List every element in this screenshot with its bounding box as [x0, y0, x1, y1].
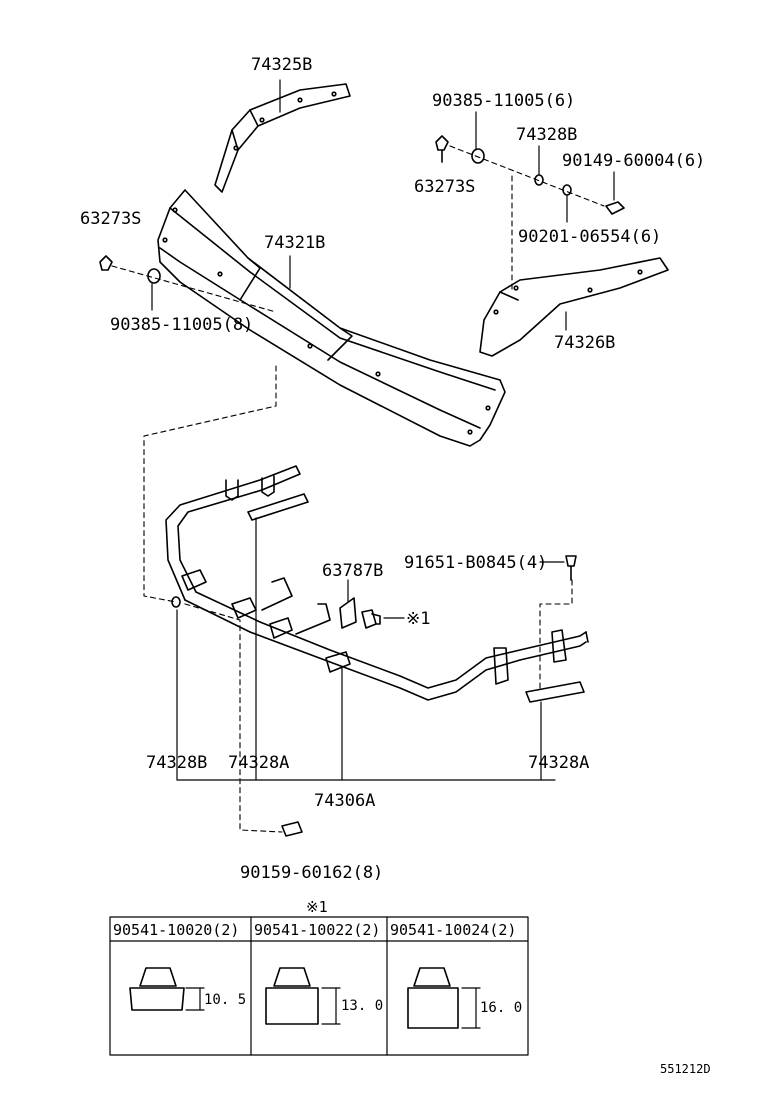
table-header-col3: 90541-10024(2) — [390, 921, 516, 939]
label-74306A: 74306A — [314, 791, 375, 811]
table-ref-mark: ※1 — [306, 898, 328, 916]
dimension-col1: 10. 5 — [204, 992, 246, 1008]
leader-lines — [151, 79, 615, 781]
label-74328B-top: 74328B — [516, 125, 577, 145]
label-74328A-right: 74328A — [528, 753, 589, 773]
panel-74321B — [157, 189, 506, 447]
dashed-reference-lines — [111, 145, 605, 833]
dimension-col3: 16. 0 — [480, 1000, 522, 1016]
label-63273S-right: 63273S — [414, 177, 475, 197]
clip-shape-10024 — [407, 967, 481, 1029]
trim-74325B — [214, 83, 351, 193]
label-74325B: 74325B — [251, 55, 312, 75]
label-63273S-left: 63273S — [80, 209, 141, 229]
trim-74326B — [479, 257, 669, 357]
strip-74328A-right — [525, 681, 585, 703]
part-labels: 74325B 90385-11005(6) 74328B 90149-60004… — [80, 55, 705, 883]
label-74328B-bottom: 74328B — [146, 753, 207, 773]
clip-shape-10022 — [265, 967, 341, 1025]
label-74321B: 74321B — [264, 233, 325, 253]
clip-shape-10020 — [129, 967, 205, 1011]
label-74326B: 74326B — [554, 333, 615, 353]
table-text: ※1 90541-10020(2) 90541-10022(2) 90541-1… — [113, 898, 522, 1016]
dimension-col2: 13. 0 — [341, 998, 383, 1014]
label-91651: 91651-B0845(4) — [404, 553, 547, 573]
label-90385-left: 90385-11005(8) — [110, 315, 253, 335]
label-90201: 90201-06554(6) — [518, 227, 661, 247]
table-header-col1: 90541-10020(2) — [113, 921, 239, 939]
table-header-col2: 90541-10022(2) — [254, 921, 380, 939]
label-90159: 90159-60162(8) — [240, 863, 383, 883]
pad-63787B — [339, 597, 381, 629]
label-ref-mark: ※1 — [406, 609, 430, 629]
label-90149: 90149-60004(6) — [562, 151, 705, 171]
frame-74306A — [165, 465, 589, 701]
label-74328A-mid: 74328A — [228, 753, 289, 773]
strip-74328A-mid — [247, 493, 309, 521]
drawing-code: 551212D — [660, 1062, 711, 1076]
label-90385-top: 90385-11005(6) — [432, 91, 575, 111]
clip-size-table — [109, 916, 529, 1056]
label-63787B: 63787B — [322, 561, 383, 581]
